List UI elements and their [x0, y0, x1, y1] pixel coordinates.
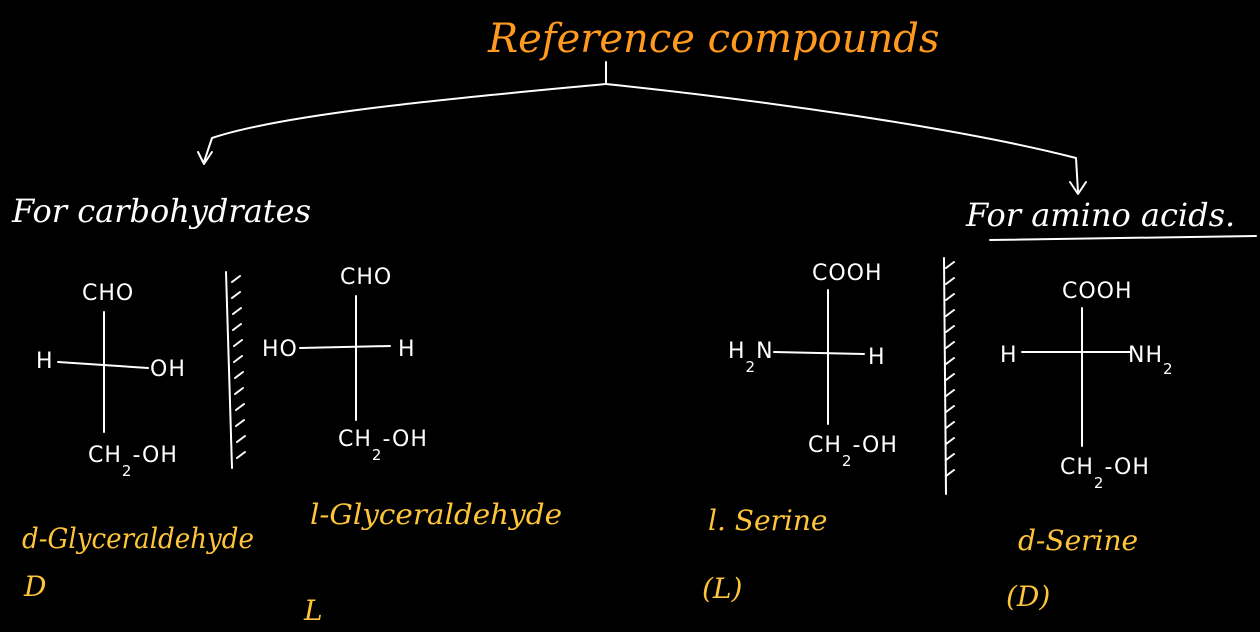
- d-serine-structure: COOH H NH2 CH2-OH: [1000, 279, 1174, 492]
- d-glyc-right: OH: [150, 357, 186, 382]
- caption-d-serine-letter: (D): [1006, 580, 1050, 613]
- d-glyc-top: CHO: [82, 281, 134, 306]
- branch-label-amino-acids: For amino acids.: [965, 196, 1235, 234]
- l-glyc-top: CHO: [340, 265, 392, 290]
- tree-connector: [197, 61, 1087, 195]
- page-title: Reference compounds: [487, 16, 939, 62]
- caption-l-letter: L: [303, 594, 323, 627]
- l-serine-structure: COOH H2N H CH2-OH: [728, 261, 898, 470]
- d-glyceraldehyde-structure: CHO H OH CH2-OH: [36, 281, 186, 480]
- caption-d-letter: D: [23, 570, 46, 603]
- l-ser-bottom: CH2-OH: [808, 433, 898, 470]
- caption-l-serine: l. Serine: [708, 504, 827, 537]
- d-glyc-left: H: [36, 349, 54, 374]
- caption-l-serine-letter: (L): [702, 572, 742, 605]
- l-ser-left: H2N: [728, 339, 774, 376]
- d-glyc-bottom: CH2-OH: [88, 443, 178, 480]
- d-ser-left: H: [1000, 343, 1018, 368]
- l-glyceraldehyde-structure: CHO HO H CH2-OH: [262, 265, 428, 464]
- branch-label-carbohydrates: For carbohydrates: [11, 192, 311, 230]
- caption-d-glyceraldehyde: d-Glyceraldehyde: [22, 522, 254, 555]
- l-ser-top: COOH: [812, 261, 883, 286]
- l-glyc-left: HO: [262, 337, 298, 362]
- l-glyc-right: H: [398, 337, 416, 362]
- mirror-plane-2: [943, 257, 955, 495]
- l-ser-right: H: [868, 345, 886, 370]
- caption-d-serine: d-Serine: [1018, 524, 1138, 557]
- l-glyc-bottom: CH2-OH: [338, 427, 428, 464]
- mirror-plane-1: [225, 271, 246, 469]
- d-ser-right: NH2: [1128, 343, 1174, 378]
- d-ser-bottom: CH2-OH: [1060, 455, 1150, 492]
- amino-acids-underline: [989, 235, 1257, 241]
- caption-l-glyceraldehyde: l-Glyceraldehyde: [310, 498, 562, 531]
- d-ser-top: COOH: [1062, 279, 1133, 304]
